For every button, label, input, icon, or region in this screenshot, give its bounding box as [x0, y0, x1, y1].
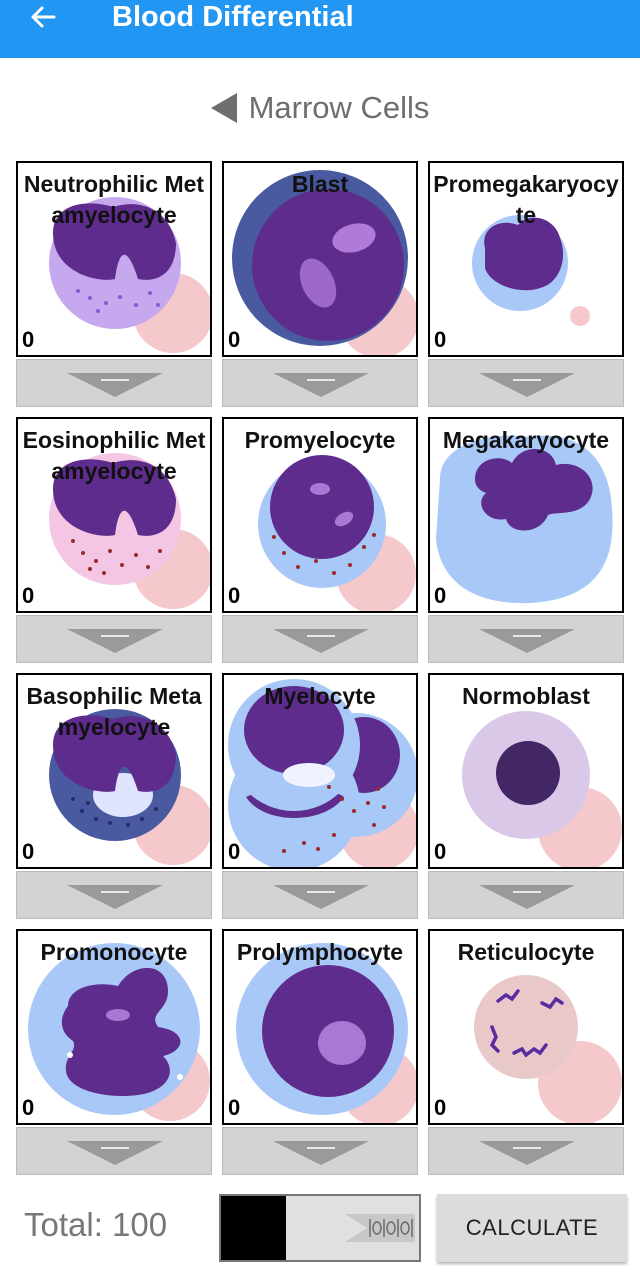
chevron-down-icon — [273, 373, 369, 397]
cell-tile-neutrophilic-metamyelocyte[interactable]: Neutrophilic Metamyelocyte 0 — [16, 161, 212, 357]
cell-name: Basophilic Metamyelocyte — [26, 683, 202, 740]
cell-count: 0 — [228, 327, 241, 352]
total-label: Total: 100 — [24, 1206, 168, 1243]
blast-image — [232, 170, 416, 355]
decrement-button[interactable] — [222, 1127, 418, 1175]
promyelocyte-image — [258, 455, 416, 611]
chevron-down-icon — [67, 629, 163, 653]
cell-count: 0 — [22, 839, 35, 864]
chevron-down-icon — [67, 885, 163, 909]
back-arrow-icon[interactable] — [28, 2, 58, 32]
chevron-down-icon — [479, 373, 575, 397]
cell-tile-reticulocyte[interactable]: Reticulocyte 0 — [428, 929, 624, 1125]
prolymphocyte-image — [236, 943, 416, 1123]
cell-count: 0 — [22, 583, 35, 608]
cell-count: 0 — [434, 1095, 447, 1120]
cell-tile-prolymphocyte[interactable]: Prolymphocyte 0 — [222, 929, 418, 1125]
cell-name: Eosinophilic Metamyelocyte — [22, 427, 206, 484]
chevron-down-icon — [273, 1141, 369, 1165]
progress-slider[interactable] — [219, 1194, 421, 1262]
cell-name: Prolymphocyte — [236, 939, 404, 965]
decrement-button[interactable] — [428, 1127, 624, 1175]
cell-tile-promyelocyte[interactable]: Promyelocyte 0 — [222, 417, 418, 613]
reticulocyte-image — [474, 975, 622, 1123]
eosinophilic-metamyelocyte-image — [49, 453, 210, 609]
neutrophilic-metamyelocyte-image — [49, 197, 210, 353]
decrement-button[interactable] — [428, 871, 624, 919]
cell-count: 0 — [434, 839, 447, 864]
progress-fill — [221, 1196, 287, 1260]
cell-tile-promegakaryocyte[interactable]: Promegakaryocyte 0 — [428, 161, 624, 357]
cell-count: 0 — [228, 839, 241, 864]
section-title: Marrow Cells — [248, 90, 430, 125]
cell-tile-basophilic-metamyelocyte[interactable]: Basophilic Metamyelocyte 0 — [16, 673, 212, 869]
cell-tile-normoblast[interactable]: Normoblast 0 — [428, 673, 624, 869]
cell-name: Promyelocyte — [244, 427, 396, 453]
decrement-button[interactable] — [222, 359, 418, 407]
decrement-button[interactable] — [222, 615, 418, 663]
cell-count: 0 — [22, 1095, 35, 1120]
cell-count: 0 — [228, 1095, 241, 1120]
decrement-button[interactable] — [16, 1127, 212, 1175]
cell-tile-myelocyte[interactable]: Myelocyte 0 — [222, 673, 418, 869]
calculate-button[interactable]: CALCULATE — [437, 1194, 627, 1262]
counter-reel-icon — [345, 1214, 415, 1242]
cell-name: Reticulocyte — [457, 939, 595, 965]
chevron-down-icon — [67, 373, 163, 397]
chevron-down-icon — [479, 629, 575, 653]
cell-name: Myelocyte — [264, 683, 376, 709]
cell-count: 0 — [228, 583, 241, 608]
chevron-down-icon — [67, 1141, 163, 1165]
cell-count: 0 — [434, 583, 447, 608]
normoblast-image — [462, 711, 622, 867]
chevron-down-icon — [273, 885, 369, 909]
megakaryocyte-image — [436, 435, 613, 604]
cell-tile-eosinophilic-metamyelocyte[interactable]: Eosinophilic Metamyelocyte 0 — [16, 417, 212, 613]
cell-tile-promonocyte[interactable]: Promonocyte 0 — [16, 929, 212, 1125]
decrement-button[interactable] — [428, 359, 624, 407]
chevron-down-icon — [273, 629, 369, 653]
basophilic-metamyelocyte-image — [49, 709, 210, 865]
cell-count: 0 — [434, 327, 447, 352]
decrement-button[interactable] — [16, 871, 212, 919]
section-header[interactable]: Marrow Cells — [0, 90, 640, 134]
decrement-button[interactable] — [16, 359, 212, 407]
cell-name: Normoblast — [462, 683, 590, 709]
app-bar: Blood Differential — [0, 0, 640, 58]
section-back-triangle-icon[interactable] — [210, 93, 237, 123]
cell-tile-blast[interactable]: Blast 0 — [222, 161, 418, 357]
promegakaryocyte-image — [472, 215, 590, 326]
cell-name: Blast — [291, 171, 349, 197]
decrement-button[interactable] — [222, 871, 418, 919]
cell-count: 0 — [22, 327, 35, 352]
myelocyte-image — [228, 679, 416, 867]
cell-name: Neutrophilic Metamyelocyte — [23, 171, 205, 228]
cell-name: Promonocyte — [40, 939, 188, 965]
decrement-button[interactable] — [16, 615, 212, 663]
app-title: Blood Differential — [112, 1, 354, 33]
cell-name: Megakaryocyte — [442, 427, 610, 453]
chevron-down-icon — [479, 1141, 575, 1165]
promonocyte-image — [28, 943, 210, 1121]
cell-name: Promegakaryocyte — [433, 171, 619, 228]
chevron-down-icon — [479, 885, 575, 909]
cell-tile-megakaryocyte[interactable]: Megakaryocyte 0 — [428, 417, 624, 613]
decrement-button[interactable] — [428, 615, 624, 663]
